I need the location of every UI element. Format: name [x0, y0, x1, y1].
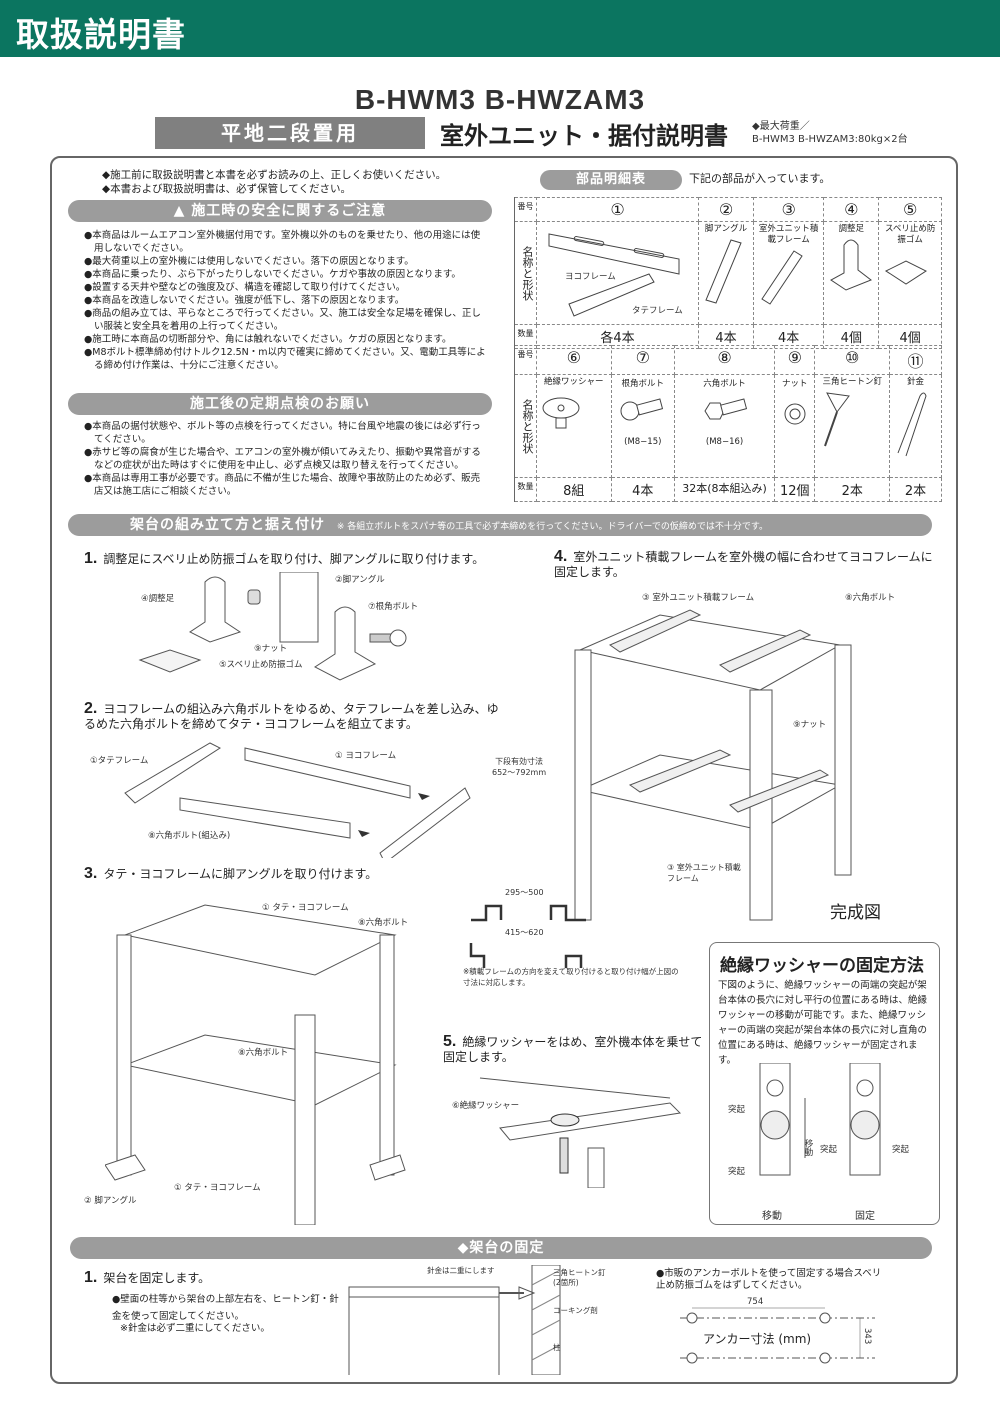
part-1-cell: ヨコフレーム タテフレーム: [536, 221, 699, 325]
assembly-heading: 架台の組み立て方と据え付け ※ 各組立ボルトをスパナ等の工具で必ず本締めを行って…: [68, 514, 932, 536]
inspection-heading: 施工後の定期点検のお願い: [68, 393, 492, 415]
step-1-illustration: [138, 572, 407, 681]
mount-frame-icon: [761, 250, 803, 305]
washer-fixing-box: 絶縁ワッシャーの固定方法 下図のように、絶縁ワッシャーの両端の突起が架台本体の長…: [709, 942, 940, 1225]
content-frame: [50, 156, 958, 1384]
fixing-heading: ◆架台の固定: [70, 1237, 932, 1259]
subtitle-tag: 平地二段置用: [155, 117, 425, 149]
fixing-note: ※針金は必ず二重にしてください。: [120, 1323, 270, 1334]
parts-table-2: 番号 ⑥ ⑦ ⑧ ⑨ ⑩ ⑪ 名称と形状 絶縁ワッシャー 根角ボルト (M8−1…: [514, 345, 943, 502]
anchor-label: アンカー寸法 (mm): [703, 1332, 812, 1346]
step-1: 1.調整足にスベリ止め防振ゴムを取り付け、脚アングルに取り付けます。: [84, 550, 485, 567]
step-2-illustration: [124, 742, 471, 858]
insulating-washer-icon: [542, 397, 580, 429]
safety-list: ●本商品はルームエアコン室外機据付用です。室外機以外のものを乗せたり、他の用途に…: [84, 229, 486, 372]
list-item: ●本商品を改造しないでください。強度が低下し、落下の原因となります。: [84, 295, 405, 306]
max-load: ◆最大荷重／ B-HWM3 B-HWZAM3:80kg×2台: [752, 121, 908, 145]
warning-triangle-icon: ▲: [173, 203, 192, 219]
step-2: 2.ヨコフレームの組込み六角ボルトをゆるめ、タテフレームを差し込み、ゆるめた六角…: [84, 700, 499, 732]
banner-title: 取扱説明書: [16, 15, 186, 54]
list-item: ●設置する天井や壁などの強度及び、構造を確認して取り付けてください。: [84, 282, 406, 293]
fixing-step: 1.架台を固定します。: [84, 1269, 211, 1286]
step-5-illustration: [479, 1077, 682, 1188]
anchor-note: ●市販のアンカーボルトを使って固定する場合スベリ止め防振ゴムをはずしてください。: [656, 1268, 882, 1291]
washer-diagram: [759, 1063, 881, 1176]
adjuster-foot-icon: [830, 239, 873, 291]
leg-angle-icon: [705, 239, 742, 304]
safety-heading: ▲ 施工時の安全に関するご注意: [68, 200, 492, 222]
dimension-label: 下段有効寸法 652〜792mm: [492, 757, 547, 777]
fixing-bullet: ●壁面の柱等から架台の上部左右を、ヒートン釘・針金を使って固定してください。: [112, 1294, 339, 1322]
eye-nail-icon: [824, 392, 851, 447]
wall-fixing-diagram: [348, 1265, 561, 1375]
document-title: 室外ユニット・据付説明書: [440, 122, 728, 150]
parts-table-1: 番号 ① ② ③ ④ ⑤ 名称と形状 ヨコフレーム タテフレーム 脚アングル 室…: [514, 197, 942, 349]
hex-bolt-icon: [703, 398, 747, 420]
step-4: 4.室外ユニット積載フレームを室外機の幅に合わせてヨコフレームに固定します。: [554, 548, 933, 580]
nut-icon: [784, 403, 806, 425]
list-item: ●本商品に乗ったり、ぶら下がったりしないでください。ケガや事故の原因となります。: [84, 269, 461, 280]
parts-note: 下記の部品が入っています。: [689, 172, 831, 185]
model-numbers: B-HWM3 B-HWZAM3: [354, 84, 646, 115]
step-3-illustration: [105, 904, 406, 1225]
completed-stand-illustration: [574, 609, 852, 921]
completed-label: 完成図: [830, 903, 881, 923]
square-bolt-icon: [620, 398, 663, 421]
wire-icon: [897, 392, 927, 457]
list-item: ●商品の組み立ては、平らなところで行ってください。又、施工は安全な足場を確保し、…: [84, 308, 481, 332]
rubber-pad-icon: [885, 260, 928, 285]
width-diagram: [469, 904, 586, 968]
intro-notes: ◆施工前に取扱説明書と本書を必ずお読みの上、正しくお使いください。 ◆本書および…: [102, 169, 447, 195]
list-item: ●M8ボルト標準締め付けトルク12.5N・m以内で確実に締めてください。又、電動…: [84, 347, 486, 371]
parts-heading: 部品明細表: [540, 170, 682, 190]
list-item: ●赤サビ等の腐食が生じた場合や、エアコンの室外機が傾いてみえたり、振動や異常音が…: [84, 447, 481, 471]
list-item: ●施工時に本商品の切断部分や、角には触れないでください。ケガの原因となります。: [84, 334, 452, 345]
list-item: ●本商品の据付状態や、ボルト等の点検を行ってください。特に台風や地震の後には必ず…: [84, 421, 481, 445]
header-banner: 取扱説明書: [0, 0, 1000, 57]
step-3: 3.タテ・ヨコフレームに脚アングルを取り付けます。: [84, 865, 378, 882]
list-item: ●最大荷重以上の室外機には使用しないでください。落下の原因となります。: [84, 256, 414, 267]
step-5: 5.絶縁ワッシャーをはめ、室外機本体を乗せて固定します。: [443, 1033, 703, 1065]
frame-illustration: [548, 233, 680, 317]
list-item: ●本商品はルームエアコン室外機据付用です。室外機以外のものを乗せたり、他の用途に…: [84, 230, 481, 254]
inspection-list: ●本商品の据付状態や、ボルト等の点検を行ってください。特に台風や地震の後には必ず…: [84, 420, 486, 498]
list-item: ●本商品は専用工事が必要です。商品に不備が生じた場合、故障や事故防止のため必ず、…: [84, 473, 481, 497]
anchor-diagram: [680, 1307, 875, 1364]
